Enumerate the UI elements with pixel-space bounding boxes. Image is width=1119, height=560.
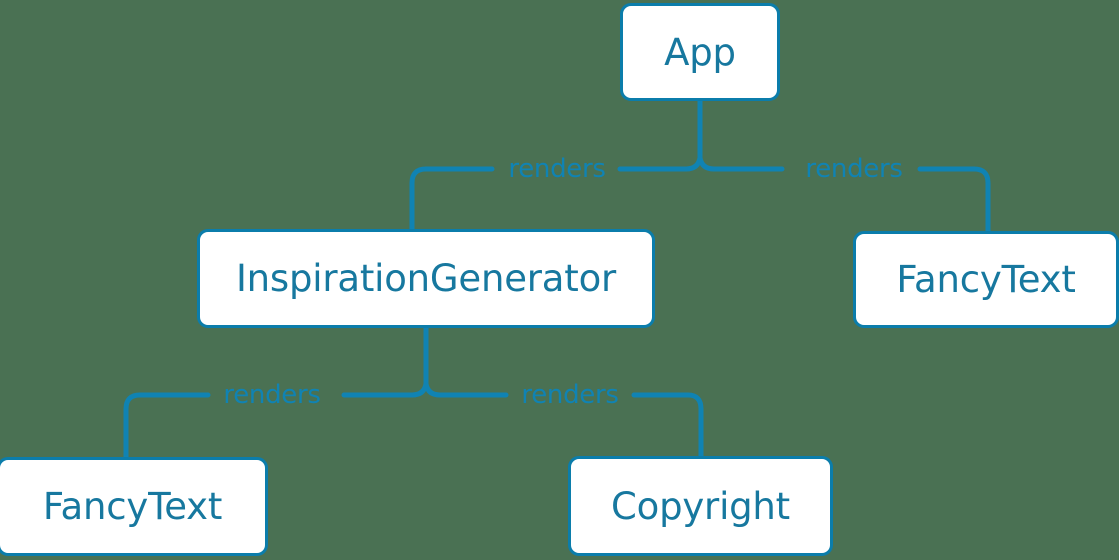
edge-ig-to-copyright-outer-segment <box>631 392 704 459</box>
node-fancytext-right[interactable]: FancyText <box>853 231 1119 328</box>
edge-app-to-fancytext-right-segment-outer <box>917 166 991 234</box>
edge-label-app-to-fancytext: renders <box>805 154 903 184</box>
node-copyright-label: Copyright <box>611 484 790 528</box>
edge-ig-to-fancytext-right-segment <box>341 381 429 398</box>
node-copyright[interactable]: Copyright <box>568 456 833 556</box>
edge-label-app-to-inspirationgenerator: renders <box>508 154 606 184</box>
edge-app-to-inspirationgenerator-left-segment <box>409 166 495 232</box>
node-fancytext-bottom-label: FancyText <box>42 485 223 528</box>
node-app[interactable]: App <box>620 3 780 101</box>
edge-label-ig-to-fancytext: renders <box>223 380 321 410</box>
edge-ig-to-copyright-inner-segment <box>423 381 509 398</box>
node-app-label: App <box>664 30 736 74</box>
edge-ig-to-fancytext-left-segment <box>123 392 211 460</box>
edge-app-to-inspirationgenerator-right-segment <box>617 155 703 172</box>
node-inspiration-generator[interactable]: InspirationGenerator <box>197 229 655 328</box>
node-inspiration-generator-label: InspirationGenerator <box>235 257 617 300</box>
node-fancytext-right-label: FancyText <box>896 258 1076 301</box>
edge-app-to-fancytext-right-segment-inner <box>697 155 785 172</box>
edge-label-ig-to-copyright: renders <box>521 380 619 410</box>
node-fancytext-bottom[interactable]: FancyText <box>0 457 268 556</box>
